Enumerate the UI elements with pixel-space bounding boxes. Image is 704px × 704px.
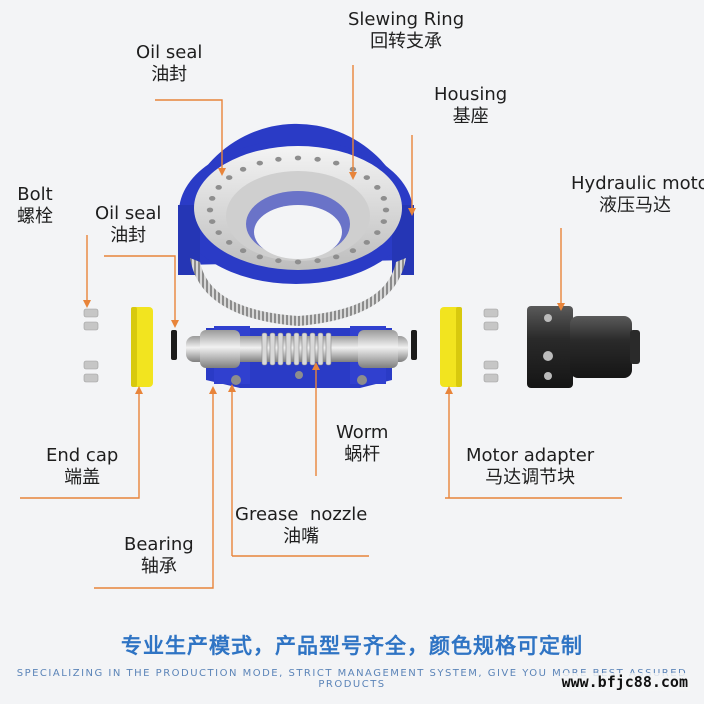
label-oil-seal-side: Oil seal 油封: [95, 203, 161, 247]
label-end-cap-cn: 端盖: [64, 466, 101, 488]
label-housing-en: Housing: [434, 84, 508, 105]
ring-bolt-hole: [215, 230, 222, 236]
ring-bolt-hole: [239, 166, 247, 172]
ring-bolt-hole: [226, 175, 233, 181]
worm-thread: [317, 332, 324, 366]
label-worm: Worm 蜗杆: [336, 422, 388, 466]
ring-bolt-hole: [256, 160, 263, 166]
ring-bolt-hole: [275, 156, 282, 162]
worm-thread: [285, 332, 292, 366]
ring-bolt-hole: [374, 185, 381, 190]
end-cap-right: [440, 307, 462, 387]
leader-arrowheads: [83, 168, 565, 394]
label-slewing-ring: Slewing Ring 回转支承: [348, 9, 464, 53]
label-bearing-cn: 轴承: [140, 555, 177, 577]
gear-teeth: [190, 258, 406, 326]
ring-bolt-hole: [239, 248, 247, 254]
slewing-ring: [194, 146, 402, 270]
ring-bolt-hole: [256, 254, 263, 260]
label-motor-adapter-cn: 马达调节块: [485, 466, 576, 488]
label-motor-adapter: Motor adapter 马达调节块: [466, 445, 594, 489]
watermark: www.bfjc88.com: [559, 673, 690, 691]
label-grease-nozzle-cn: 油嘴: [283, 525, 320, 547]
worm-thread: [269, 332, 276, 366]
ring-bolt-hole: [333, 160, 340, 166]
ring-bolt-hole: [349, 248, 357, 254]
ring-bolt-hole: [382, 207, 390, 213]
end-cap-left: [131, 307, 153, 387]
worm-thread: [293, 332, 300, 366]
ring-bolt-hole: [380, 219, 387, 225]
label-oil-seal-top-cn: 油封: [151, 63, 188, 85]
label-slewing-ring-cn: 回转支承: [370, 30, 443, 52]
label-slewing-ring-en: Slewing Ring: [348, 9, 465, 30]
ring-bolt-hole: [363, 175, 370, 181]
hydraulic-motor: [527, 306, 640, 388]
label-housing-cn: 基座: [452, 105, 489, 127]
ring-bolt-hole: [294, 259, 302, 265]
ring-bolt-hole: [314, 156, 321, 162]
label-grease-nozzle-en: Grease nozzle: [235, 504, 368, 525]
label-bearing-en: Bearing: [124, 534, 194, 555]
label-bolt-cn: 螺栓: [17, 205, 53, 227]
ring-bolt-hole: [363, 240, 370, 245]
worm-thread: [325, 332, 332, 366]
label-worm-en: Worm: [336, 422, 389, 443]
ring-bolt-hole: [209, 196, 216, 201]
label-bolt: Bolt 螺栓: [17, 184, 53, 228]
ring-bolt-hole: [275, 258, 282, 264]
ring-bolt-hole: [226, 240, 233, 245]
label-hydraulic-motor-cn: 液压马达: [599, 194, 671, 216]
leader-lines: [20, 65, 622, 589]
ring-bolt-hole: [380, 196, 387, 201]
label-worm-cn: 蜗杆: [344, 443, 381, 465]
label-bolt-en: Bolt: [17, 184, 53, 205]
label-grease-nozzle: Grease nozzle 油嘴: [235, 504, 367, 548]
footer-slogan-cn: 专业生产模式，产品型号齐全，颜色规格可定制: [121, 634, 583, 658]
label-hydraulic-motor: Hydraulic moto 液压马达: [571, 173, 704, 217]
ring-bolt-hole: [294, 155, 302, 161]
worm-thread: [301, 332, 308, 366]
ring-bolt-hole: [215, 185, 222, 190]
label-oil-seal-side-cn: 油封: [110, 224, 147, 246]
bolts-left: [83, 308, 99, 383]
ring-bolt-hole: [314, 258, 321, 264]
label-oil-seal-top-en: Oil seal: [136, 42, 203, 63]
label-oil-seal-top: Oil seal 油封: [136, 42, 202, 86]
ring-bolt-hole: [374, 230, 381, 236]
label-oil-seal-side-en: Oil seal: [95, 203, 162, 224]
oil-seal-ring: [171, 330, 417, 360]
worm-shaft: [186, 330, 408, 368]
worm-thread: [261, 332, 268, 366]
label-motor-adapter-en: Motor adapter: [466, 445, 595, 466]
worm-thread: [309, 332, 316, 366]
label-bearing: Bearing 轴承: [124, 534, 194, 578]
label-housing: Housing 基座: [434, 84, 507, 128]
label-end-cap: End cap 端盖: [46, 445, 118, 489]
ring-bolt-hole: [209, 219, 216, 225]
bolts-right: [483, 308, 499, 383]
footer-slogan-en: SPECIALIZING IN THE PRODUCTION MODE, STR…: [16, 668, 688, 690]
ring-bolt-hole: [206, 207, 214, 213]
worm-thread: [277, 332, 284, 366]
label-end-cap-en: End cap: [46, 445, 119, 466]
label-hydraulic-motor-en: Hydraulic moto: [571, 173, 704, 194]
ring-bolt-hole: [333, 254, 340, 260]
